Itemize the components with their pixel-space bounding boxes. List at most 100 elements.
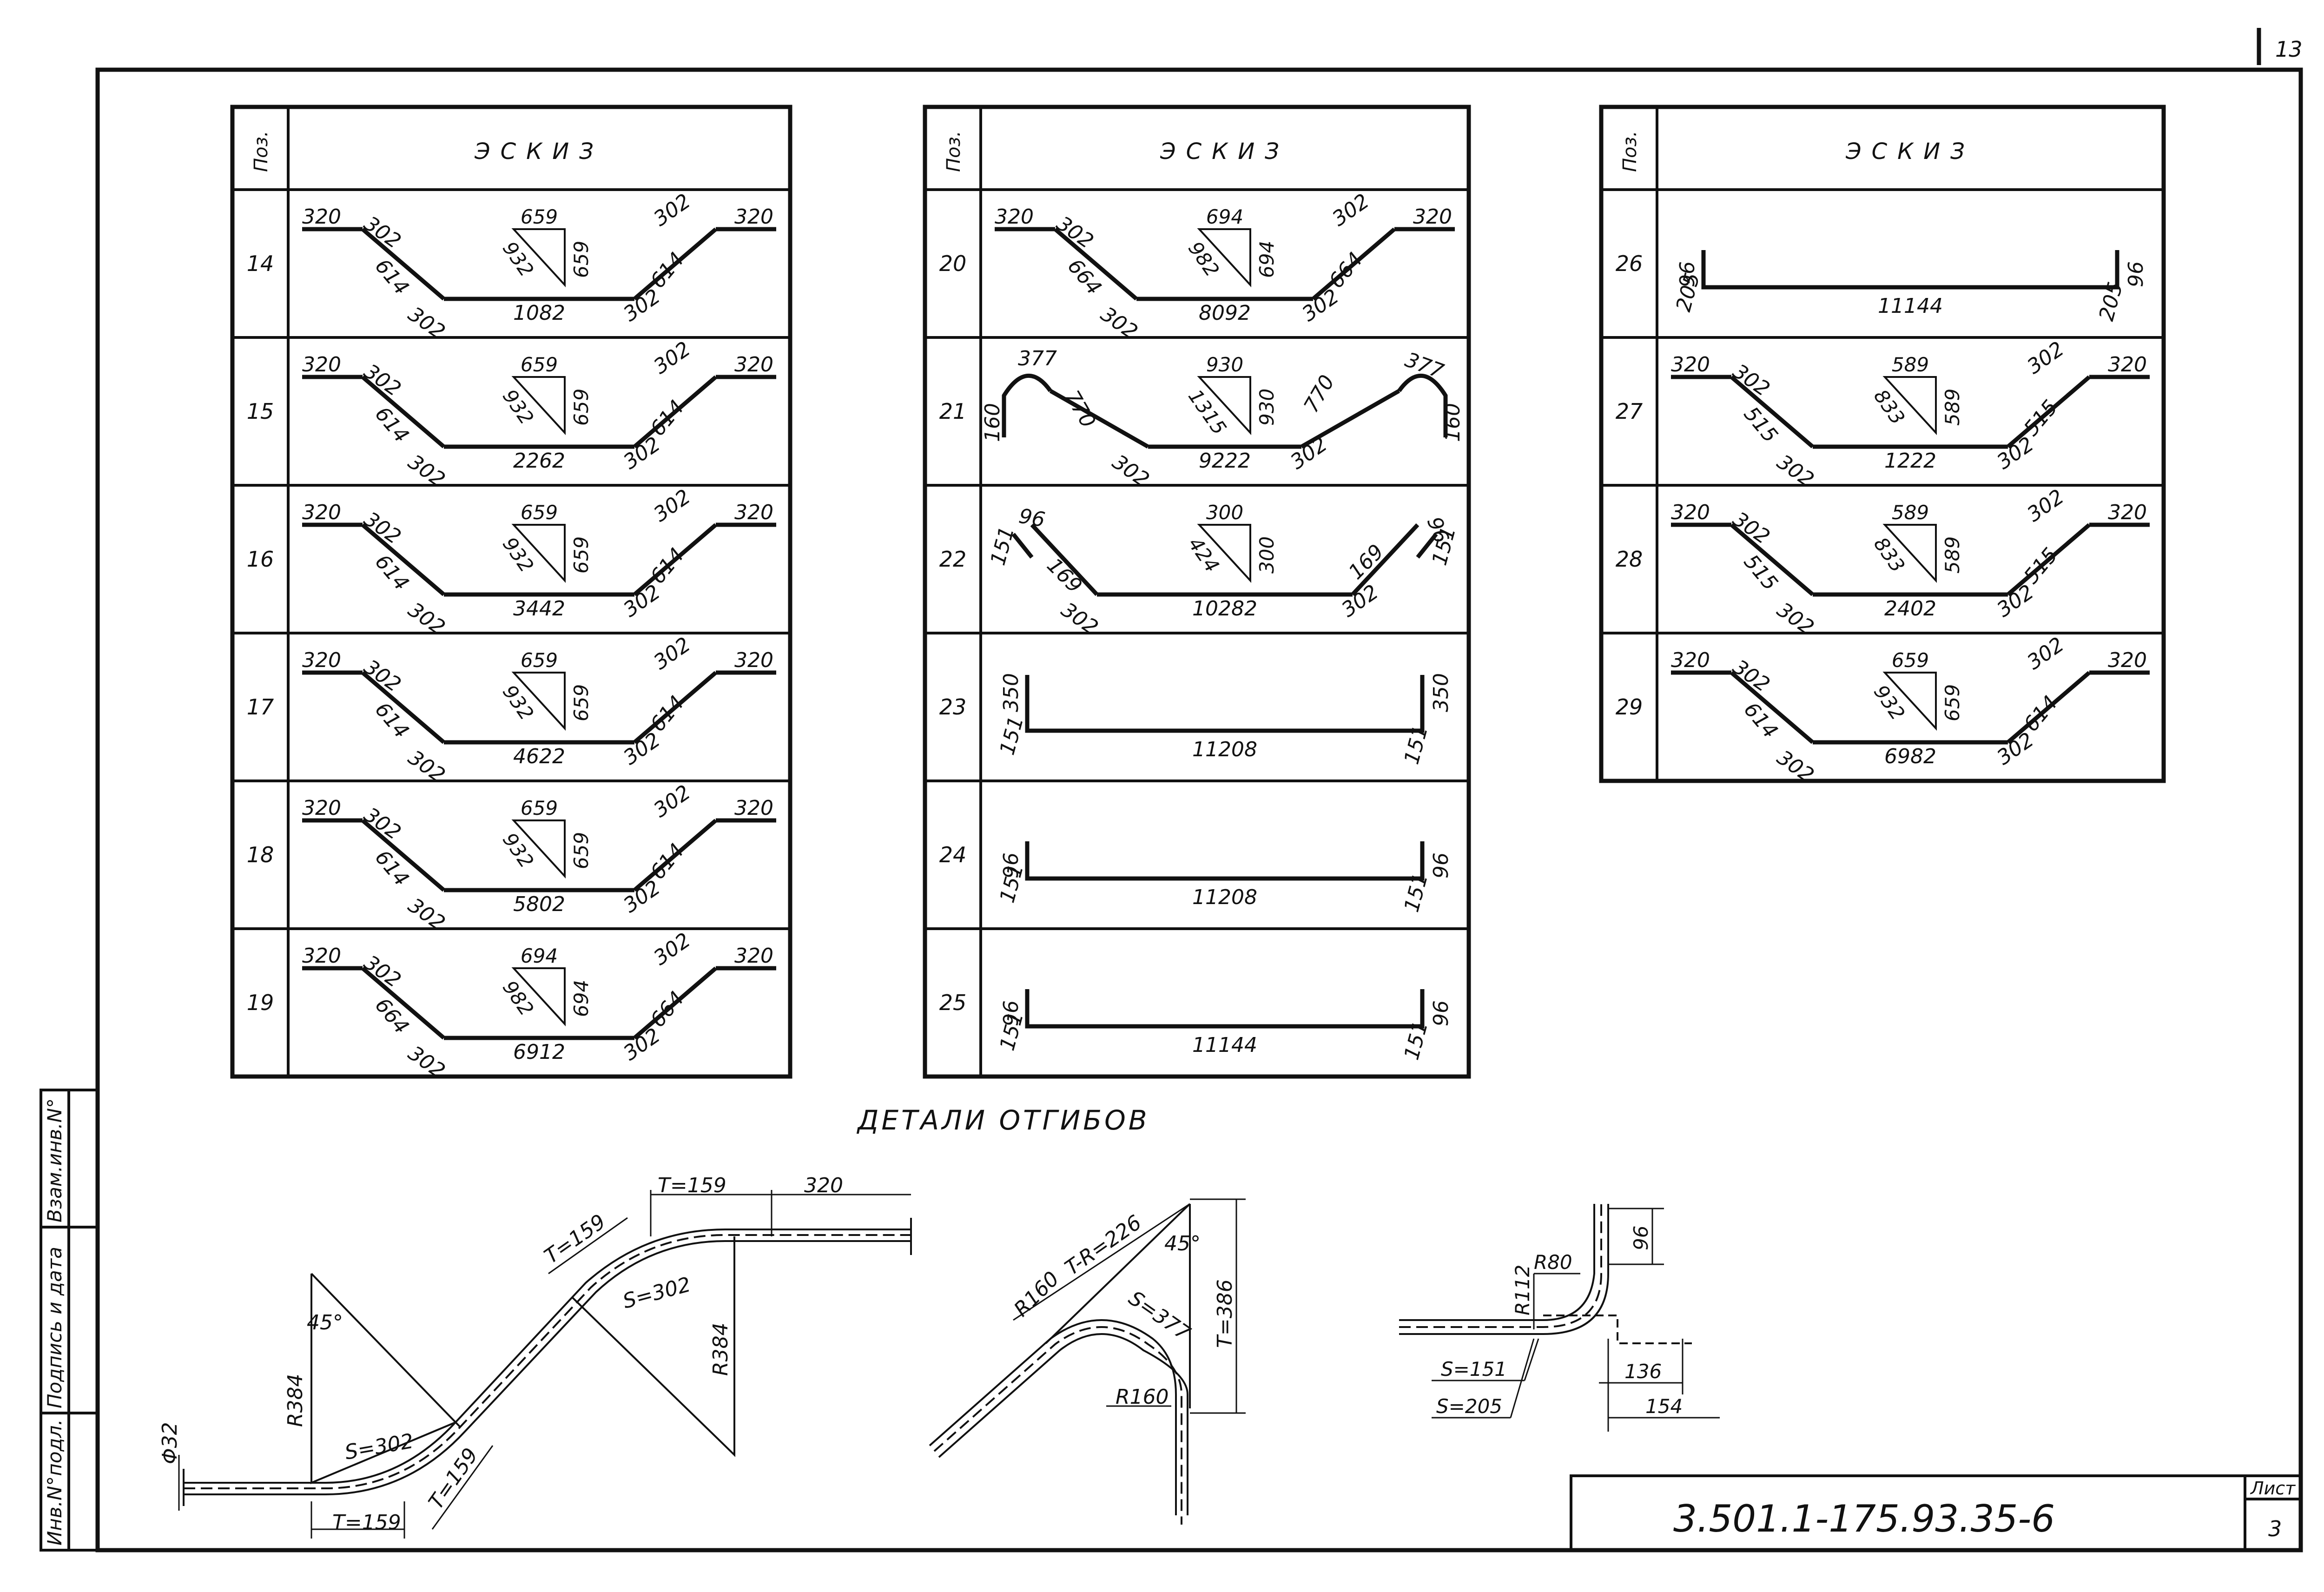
dim-right-end: 320 [734, 205, 773, 229]
label-diameter: Φ32 [158, 1422, 182, 1464]
dim-right-diag-top: 302 [649, 780, 695, 822]
dim-left-seg: 614 [1739, 698, 1783, 743]
dim-right-leg: 96 [2124, 261, 2148, 287]
dim-triangle-side: 659 [570, 241, 593, 278]
label-s-bottom: S=302 [343, 1429, 415, 1465]
dim-right-end: 320 [734, 944, 773, 968]
dim-triangle-side: 659 [570, 536, 593, 574]
dim-triangle-top: 589 [1892, 353, 1929, 376]
dim-left-seg: 614 [370, 550, 414, 595]
dim-left-leg: 96 [999, 852, 1023, 879]
detail-hook-bend: T-R=226 R160 R160 S=377 T=386 45° [929, 1198, 1246, 1525]
rb-outline-b [1399, 1204, 1609, 1335]
bar-left-diag [1730, 671, 1814, 744]
rb-outline-a [1399, 1204, 1595, 1321]
dim-bottom-length: 11144 [1192, 1033, 1257, 1057]
label-t-diag: T=159 [540, 1209, 610, 1268]
sheet-number: 3 [2268, 1516, 2282, 1541]
header-sketch: ЭСКИЗ [474, 139, 604, 165]
header-pos: Поз. [251, 131, 272, 172]
dim-triangle-side: 930 [1255, 389, 1278, 426]
dim-left-lip-side: 151 [986, 524, 1019, 568]
bar-left-diag [1049, 389, 1149, 449]
bar-left-hook [1002, 373, 1052, 437]
dim-right-leg: 96 [1429, 852, 1453, 879]
dim-bottom-length: 10282 [1192, 597, 1257, 621]
header-pos: Поз. [1619, 131, 1641, 172]
construction-line-right [571, 1236, 735, 1457]
bar-left-diag [361, 227, 445, 301]
row-pos-number: 17 [247, 694, 274, 720]
dim-left-seg: 664 [370, 993, 414, 1038]
proportion-triangle [511, 672, 566, 731]
bar-right-diag [633, 523, 717, 596]
dim-left-seg: 614 [370, 846, 414, 891]
bar-right-diag [2007, 671, 2091, 744]
bar-right-diag [1351, 523, 1419, 596]
construction-hyp-left [310, 1273, 461, 1428]
dim-right-diag-bot: 302 [619, 284, 665, 326]
dim-triangle-top: 659 [521, 501, 558, 524]
bar-left-diag [361, 966, 445, 1040]
label-tr: T-R=226 [1061, 1210, 1146, 1280]
dim-right-diag-bot: 302 [619, 580, 665, 622]
bar-right-diag [633, 375, 717, 449]
label-r-right: R384 [709, 1322, 733, 1376]
sheet-frame [95, 67, 2303, 1552]
label-r80: R80 [1534, 1251, 1572, 1274]
dim-triangle-hyp: 932 [498, 238, 538, 281]
dim-left-end: 320 [302, 796, 341, 820]
label-t-diag2: T=159 [424, 1444, 483, 1513]
dim-left-seg: 515 [1739, 402, 1783, 447]
dim-left-leg: 96 [1676, 261, 1699, 287]
dim-right-seg: 770 [1299, 371, 1339, 416]
dim-tr [1013, 1203, 1190, 1321]
drawing-code: 3.501.1-175.93.35-6 [1673, 1497, 2055, 1540]
dim-left-leg: 96 [999, 1000, 1023, 1026]
dim-triangle-hyp: 833 [1869, 385, 1909, 429]
label-r160-diag: R160 [1010, 1267, 1064, 1321]
bar-left-diag [1730, 523, 1814, 596]
dim-left-end: 320 [302, 648, 341, 672]
row-pos-number: 16 [247, 547, 274, 572]
sheet-label: Лист [2250, 1478, 2296, 1499]
bar-left-diag [1054, 227, 1138, 301]
dim-right-diag-bot: 302 [1337, 580, 1383, 622]
dim-triangle-top: 589 [1892, 501, 1929, 524]
dim-bottom-length: 1222 [1884, 449, 1936, 473]
leader [1510, 1338, 1535, 1418]
label-r112: R112 [1511, 1265, 1534, 1315]
label-136: 136 [1624, 1360, 1662, 1383]
bar-outline-b [184, 1240, 911, 1495]
dim-left-hook-side: 160 [981, 403, 1004, 442]
proportion-triangle [1882, 376, 1937, 436]
header-sketch: ЭСКИЗ [1845, 139, 1975, 165]
row-pos-number: 19 [247, 990, 274, 1015]
dim-triangle-top: 300 [1206, 501, 1243, 524]
row-pos-number: 22 [939, 547, 967, 572]
dim-right-end: 320 [2108, 648, 2147, 672]
bar-right-diag [2007, 523, 2091, 596]
dim-triangle-side: 659 [1941, 684, 1964, 721]
bar-centerline [184, 1234, 911, 1489]
row-pos-number: 24 [939, 842, 967, 867]
bar-left-diag [361, 375, 445, 449]
rb-hidden [1543, 1315, 1692, 1344]
dim-bottom-length: 6912 [513, 1040, 565, 1064]
side-stamp: Инв.N°подл. Подпись и дата Взам.инв.N° [40, 1089, 99, 1552]
construction-line-left [310, 1274, 456, 1485]
dim-left-end: 320 [995, 205, 1034, 229]
dim-right-diag-top: 302 [649, 928, 695, 970]
dim-right-hook-side: 160 [1441, 403, 1465, 442]
dim-triangle-hyp: 932 [498, 829, 538, 872]
bar-u-shape [1701, 250, 2119, 290]
dim-bottom-length: 9222 [1199, 449, 1251, 473]
